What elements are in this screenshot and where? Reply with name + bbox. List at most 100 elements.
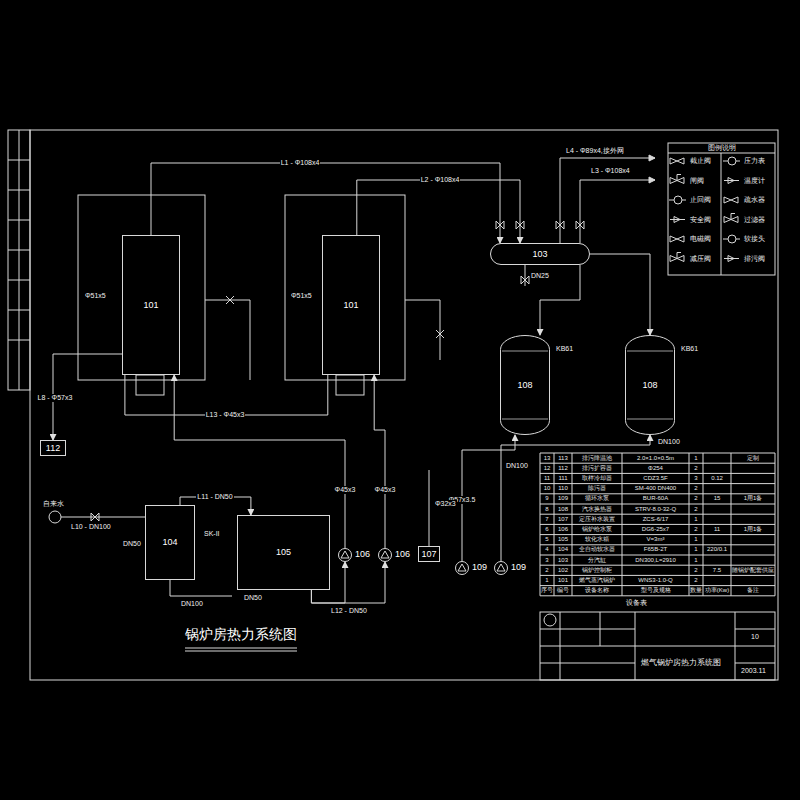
boiler-body <box>78 195 205 380</box>
callout-number: 107 <box>421 549 436 560</box>
pipe-connector <box>125 375 328 415</box>
table-cell: 2.0×1.0×0.5m <box>622 455 689 462</box>
pump-circle <box>495 562 508 575</box>
table-cell: 1用1备 <box>731 495 775 502</box>
drain-pipe <box>525 265 526 286</box>
boiler-pipe <box>405 300 440 360</box>
vessel-shell <box>626 336 675 435</box>
table-cell: 分汽缸 <box>572 557 622 564</box>
table-cell: 9 <box>540 495 554 502</box>
legend-text: 压力表 <box>743 157 766 165</box>
table-cell: 2 <box>689 567 703 574</box>
legend-symbol <box>724 214 738 223</box>
table-cell: 除污器 <box>572 485 622 492</box>
table-rule <box>540 473 775 474</box>
pipe-connector <box>590 254 650 335</box>
vessel-tank: 108 <box>500 335 550 435</box>
table-cell: V=3m³ <box>622 536 689 543</box>
pipe-label: L2 - Φ108x4 <box>420 176 461 184</box>
callout-number: 112 <box>46 443 60 454</box>
drawing-label: 2003.11 <box>740 667 767 675</box>
drain-pipe <box>170 580 232 596</box>
water-pipe <box>61 517 145 518</box>
pipe-connector <box>501 435 650 561</box>
table-cell: 软化水箱 <box>572 536 622 543</box>
table-cell: 13 <box>540 455 554 462</box>
pump-mark <box>381 551 389 558</box>
legend-text: 温度计 <box>743 177 766 185</box>
title-underline <box>185 648 297 651</box>
makeup-pipe <box>429 470 430 546</box>
table-rule <box>540 555 775 556</box>
pipe-label: L8 - Φ57x3 <box>37 394 74 402</box>
drawing-label: DN100 <box>657 438 681 446</box>
table-cell: 2 <box>540 567 554 574</box>
table-cell: 2 <box>689 495 703 502</box>
table-cell: 103 <box>554 557 572 564</box>
pump-circle <box>456 562 469 575</box>
legend-symbol <box>724 256 739 262</box>
drawing-label: 图例说明 <box>707 144 737 152</box>
table-cell: 排污扩容器 <box>572 465 622 472</box>
legend-symbol <box>670 158 684 164</box>
drawing-label: L10 - DN100 <box>70 523 112 531</box>
table-rule <box>622 453 623 596</box>
valve-symbol <box>521 276 529 284</box>
callout-number: 109 <box>511 562 526 573</box>
table-cell: 1 <box>689 536 703 543</box>
title-block <box>540 612 775 680</box>
pipe-label: Φ45x3 <box>334 486 357 494</box>
valve-symbol <box>91 513 99 521</box>
table-cell: 7.5 <box>703 567 731 574</box>
pump-mark <box>497 564 505 571</box>
callout-number: 101 <box>343 300 358 311</box>
callout-number: 105 <box>276 547 291 558</box>
steam-pipe <box>580 180 655 243</box>
table-cell: 108 <box>554 506 572 513</box>
pump-outline <box>494 561 508 575</box>
pump-circle <box>339 549 352 562</box>
table-cell: 107 <box>554 516 572 523</box>
drawing-title: 锅炉房热力系统图 <box>185 626 297 642</box>
drawing-label: DN50 <box>122 540 142 548</box>
vessel-shell <box>501 336 550 435</box>
legend-symbol <box>670 175 684 184</box>
table-rule <box>540 483 775 484</box>
logo-mark <box>544 614 556 626</box>
generated-group <box>540 157 775 596</box>
legend-text: 过滤器 <box>743 216 766 224</box>
legend-text: 减压阀 <box>689 255 712 263</box>
drawing-label: 设备表 <box>625 599 648 607</box>
table-rule <box>540 585 775 586</box>
table-cell: 定制 <box>731 455 775 462</box>
table-rule <box>540 453 775 454</box>
valve-symbol <box>556 221 564 229</box>
table-cell: 10 <box>540 485 554 492</box>
table-rule <box>572 453 573 596</box>
pump-symbol: 109 <box>494 561 508 575</box>
table-cell: 12 <box>540 465 554 472</box>
legend-text: 止回阀 <box>689 196 712 204</box>
equipment-box: 112 <box>40 440 66 456</box>
table-rule <box>540 575 775 576</box>
legend-text: 排污阀 <box>743 255 766 263</box>
table-rule <box>540 544 775 545</box>
drawing-label: 10 <box>750 633 760 641</box>
table-cell: 102 <box>554 567 572 574</box>
arrow-head <box>649 155 655 161</box>
table-rule <box>731 453 732 596</box>
table-cell: 燃气蒸汽锅炉 <box>572 577 622 584</box>
table-rule <box>540 493 775 494</box>
table-cell: 7 <box>540 516 554 523</box>
table-cell: 循环水泵 <box>572 495 622 502</box>
table-cell: 112 <box>554 465 572 472</box>
table-cell: 2 <box>689 577 703 584</box>
pump-symbol: 106 <box>338 548 352 562</box>
table-cell: 111 <box>554 475 572 482</box>
table-cell: 109 <box>554 495 572 502</box>
table-cell: 105 <box>554 536 572 543</box>
table-cell: 11 <box>540 475 554 482</box>
table-cell: 功率(Kw) <box>703 587 731 594</box>
vessel-tank: 108 <box>625 335 675 435</box>
